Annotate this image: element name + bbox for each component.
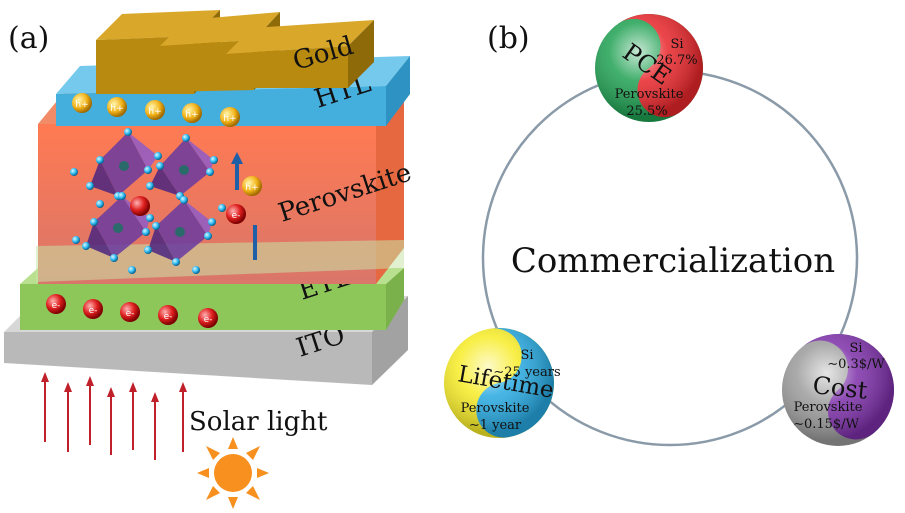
electron-1: e- (46, 294, 66, 314)
svg-text:e-: e- (232, 211, 241, 221)
commercialization-label: Commercialization (511, 241, 835, 281)
pce-pv-name: Perovskite (615, 87, 684, 102)
svg-text:h+: h+ (245, 183, 258, 193)
svg-text:h+: h+ (185, 110, 198, 120)
electron-4: e- (158, 305, 178, 325)
panel-a-tag: (a) (8, 21, 49, 56)
svg-text:e-: e- (204, 315, 213, 325)
svg-text:h+: h+ (223, 114, 236, 124)
electron-3: e- (120, 302, 140, 322)
panel-b: (b) Commercialization Si 26.7% PCE Perov… (444, 14, 894, 447)
electron-2: e- (83, 299, 103, 319)
svg-text:h+: h+ (110, 104, 123, 114)
hole-5: h+ (220, 107, 240, 127)
electron-migrating: e- (226, 204, 246, 224)
perovskite-crystal (70, 128, 226, 274)
panel-b-tag: (b) (487, 21, 530, 56)
svg-text:e-: e- (164, 312, 173, 322)
svg-text:e-: e- (52, 301, 61, 311)
holes-group: h+ h+ h+ h+ h+ h+ (72, 93, 262, 196)
cost-pv-name: Perovskite (794, 400, 863, 415)
lifetime-si-value: ∼25 years (493, 365, 560, 380)
gold-bar-3 (226, 20, 374, 88)
panel-a: (a) ITO ETL Perovskite HTL (4, 10, 415, 509)
svg-text:e-: e- (126, 309, 135, 319)
svg-text:h+: h+ (75, 100, 88, 110)
pce-si-value: 26.7% (656, 53, 697, 68)
cost-title: Cost (811, 371, 869, 405)
cost-node: Si ∼0.3$/W Cost Perovskite ∼0.15$/W (782, 334, 894, 446)
sun-icon (197, 437, 269, 509)
lifetime-node: Si ∼25 years Lifetime Perovskite ∼1 year (444, 328, 561, 438)
hole-3: h+ (145, 100, 165, 120)
pce-node: Si 26.7% PCE Perovskite 25.5% (595, 14, 703, 122)
cost-si-name: Si (849, 341, 862, 356)
svg-text:h+: h+ (148, 107, 161, 117)
svg-text:e-: e- (89, 306, 98, 316)
hole-1: h+ (72, 93, 92, 113)
carrier-arrows (231, 152, 257, 260)
hole-2: h+ (107, 97, 127, 117)
electrons-group: e- e- e- e- e- e- (46, 204, 246, 328)
hole-migrating: h+ (242, 176, 262, 196)
lifetime-si-name: Si (520, 348, 533, 363)
center-cation (130, 196, 150, 216)
pce-si-name: Si (670, 37, 683, 52)
light-arrows (41, 372, 187, 460)
hole-4: h+ (182, 103, 202, 123)
lifetime-pv-name: Perovskite (461, 401, 530, 416)
pce-pv-value: 25.5% (626, 104, 667, 119)
solar-light-label: Solar light (189, 407, 328, 437)
cost-pv-value: ∼0.15$/W (793, 417, 859, 432)
electron-5: e- (198, 308, 218, 328)
cost-si-value: ∼0.3$/W (827, 357, 885, 372)
lifetime-pv-value: ∼1 year (469, 418, 522, 433)
gold-electrodes: Gold (96, 10, 374, 94)
